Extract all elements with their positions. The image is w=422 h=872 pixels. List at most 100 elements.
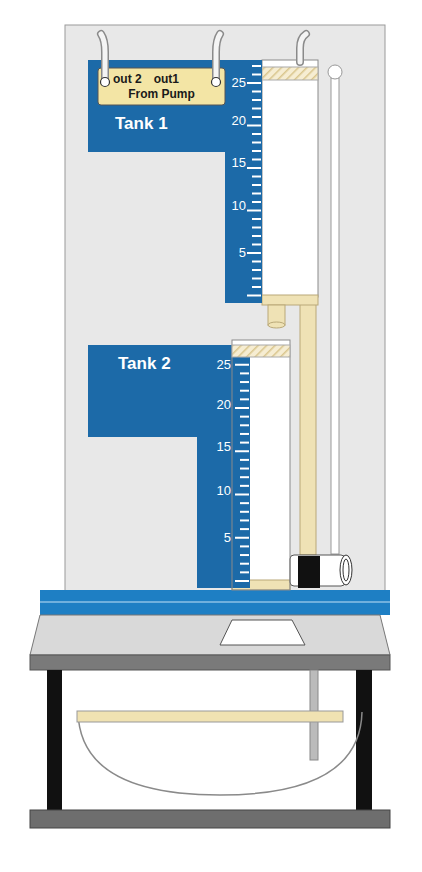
scale-tick bbox=[235, 407, 249, 409]
scale-tick bbox=[252, 286, 261, 288]
scale-tick bbox=[252, 235, 261, 237]
tank-title: Tank 2 bbox=[118, 354, 171, 374]
support-bar bbox=[77, 711, 343, 722]
valve-block bbox=[298, 556, 320, 588]
scale-tick bbox=[240, 502, 249, 504]
scale-tick bbox=[240, 372, 249, 374]
drain-opening bbox=[220, 620, 305, 645]
valve-end bbox=[343, 559, 349, 581]
floor-bar bbox=[30, 810, 390, 828]
scale-tick bbox=[247, 295, 261, 297]
port-label: out1 bbox=[154, 72, 179, 87]
tank-base bbox=[232, 580, 290, 590]
tube bbox=[216, 34, 220, 82]
scale-tick bbox=[240, 485, 249, 487]
tank-title: Tank 1 bbox=[115, 114, 168, 134]
scale-tick bbox=[240, 528, 249, 530]
scale-tick bbox=[240, 416, 249, 418]
table-leg bbox=[356, 670, 372, 812]
scale-tick bbox=[252, 159, 261, 161]
scale-tick bbox=[252, 133, 261, 135]
source-label: From Pump bbox=[98, 87, 225, 102]
scale-tick bbox=[240, 381, 249, 383]
rod bbox=[331, 78, 339, 554]
scale-tick bbox=[247, 210, 261, 212]
scale-number: 20 bbox=[232, 113, 246, 129]
scale-tick bbox=[240, 554, 249, 556]
table-leg bbox=[47, 670, 62, 812]
tank-cylinder bbox=[262, 60, 318, 297]
scale-tick bbox=[235, 494, 249, 496]
tank-cap bbox=[262, 67, 318, 80]
tube bbox=[216, 34, 220, 82]
scale-tick bbox=[240, 442, 249, 444]
tank-interior bbox=[232, 340, 290, 590]
scale-tick bbox=[247, 125, 261, 127]
table-edge bbox=[30, 655, 390, 670]
scale-tick bbox=[252, 261, 261, 263]
tank-panel: Tank 2 bbox=[88, 345, 250, 588]
scale-tick bbox=[252, 218, 261, 220]
tank-cylinder bbox=[232, 340, 290, 590]
scale-tick bbox=[252, 244, 261, 246]
base-stripe bbox=[40, 590, 390, 602]
pipe bbox=[300, 303, 316, 555]
reservoir bbox=[78, 712, 362, 795]
scale-tick bbox=[240, 398, 249, 400]
back-board bbox=[65, 25, 385, 592]
scale-tick bbox=[240, 545, 249, 547]
tube bbox=[101, 34, 105, 82]
scale-tick bbox=[252, 193, 261, 195]
scale-tick bbox=[240, 563, 249, 565]
scale-tick bbox=[235, 580, 249, 582]
scale-number: 5 bbox=[239, 245, 246, 261]
pump-label: out 2 out1From Pump bbox=[98, 68, 225, 105]
scale-tick bbox=[252, 269, 261, 271]
scale-tick bbox=[252, 278, 261, 280]
base-stripe bbox=[40, 602, 390, 615]
outlet-end bbox=[268, 322, 285, 328]
scale-tick bbox=[240, 571, 249, 573]
scale-tick bbox=[240, 519, 249, 521]
scale-tick bbox=[240, 459, 249, 461]
scale-number: 25 bbox=[232, 75, 246, 91]
tank-panel-shape bbox=[88, 60, 262, 303]
scale-tick bbox=[252, 108, 261, 110]
scale-number: 20 bbox=[217, 397, 231, 413]
base-line bbox=[40, 601, 390, 603]
scale-tick bbox=[252, 142, 261, 144]
tank-cap bbox=[232, 345, 290, 357]
scale-tick bbox=[252, 201, 261, 203]
scale-tick bbox=[235, 450, 249, 452]
scale-tick bbox=[247, 252, 261, 254]
scale-tick bbox=[252, 91, 261, 93]
scale-tick bbox=[252, 176, 261, 178]
scale-tick bbox=[240, 468, 249, 470]
scale-number: 10 bbox=[217, 483, 231, 499]
table-top bbox=[30, 615, 390, 655]
scale-tick bbox=[252, 99, 261, 101]
rod-ball bbox=[328, 65, 342, 79]
scale-tick bbox=[252, 184, 261, 186]
tube bbox=[101, 34, 105, 82]
scale-number: 15 bbox=[232, 155, 246, 171]
scale-tick bbox=[252, 227, 261, 229]
port-label: out 2 bbox=[113, 72, 142, 87]
scale-tick bbox=[240, 355, 249, 357]
tube-end bbox=[212, 78, 221, 87]
label-row: out 2 out1 bbox=[113, 72, 179, 87]
scale-tick bbox=[247, 82, 261, 84]
scale-tick bbox=[240, 424, 249, 426]
tube bbox=[300, 34, 306, 62]
tube bbox=[300, 34, 306, 62]
scale-number: 25 bbox=[217, 357, 231, 373]
valve-end bbox=[340, 555, 352, 585]
scale-number: 15 bbox=[217, 439, 231, 455]
scale-tick bbox=[252, 116, 261, 118]
scale-number: 5 bbox=[224, 530, 231, 546]
